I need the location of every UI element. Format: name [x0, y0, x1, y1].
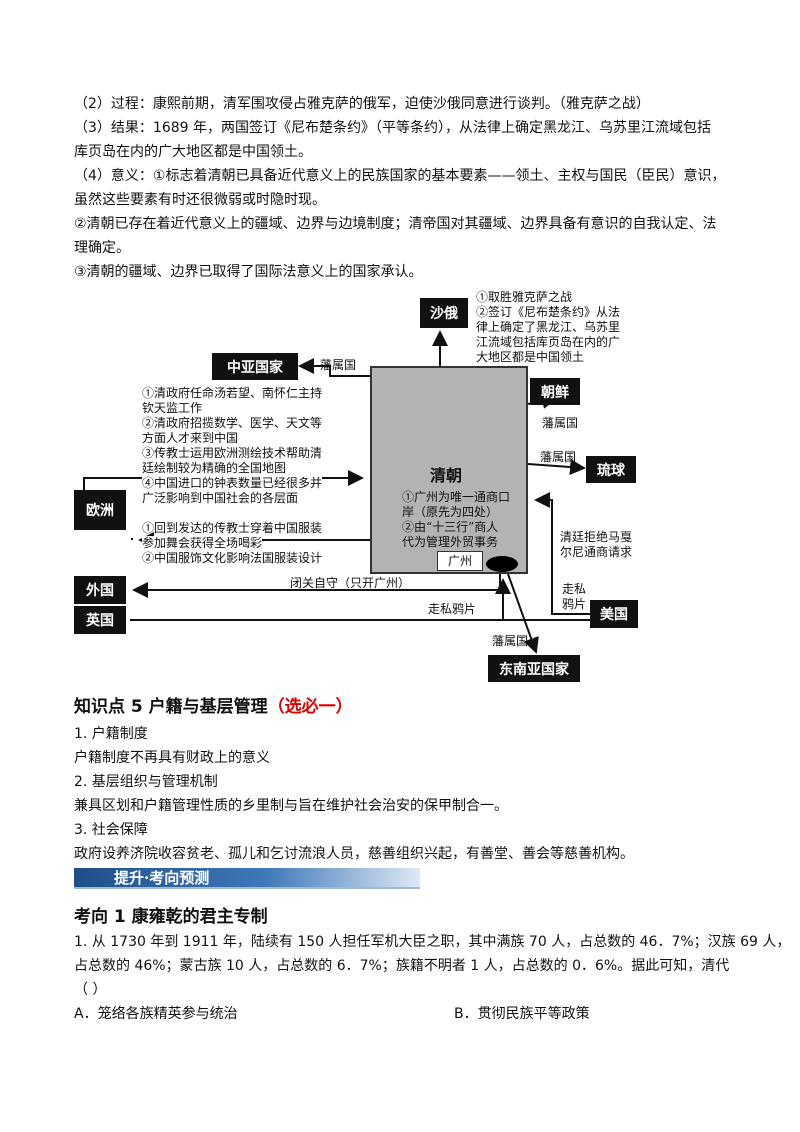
guangzhou-marker	[486, 556, 518, 572]
box-liuqiu: 琉球	[586, 456, 636, 483]
text-line: ③清朝的疆域、边界已取得了国际法意义上的国家承认。	[74, 264, 423, 280]
question-line: （ ）	[74, 982, 107, 998]
question-line: 1. 从 1730 年到 1911 年，陆续有 150 人担任军机大臣之职，其中…	[74, 934, 791, 950]
section-5-heading: 知识点 5 户籍与基层管理（选必一）	[74, 692, 353, 717]
box-meiguo: 美国	[590, 600, 638, 628]
trade-note: ①广州为唯一通商口	[402, 490, 511, 504]
europe-in-note: 方面人才来到中国	[142, 431, 239, 445]
europe-in-note: 钦天监工作	[142, 401, 203, 415]
qing-title: 清朝	[430, 466, 463, 485]
banner-text: 提升·考向预测	[114, 869, 210, 887]
qing-refuse-tag: 尔尼通商请求	[560, 545, 633, 559]
europe-in-note: ③传教士运用欧洲测绘技术帮助清	[142, 446, 323, 460]
text-line: 兼具区划和户籍管理性质的乡里制与旨在维护社会治安的保甲制合一。	[74, 798, 508, 814]
text-line: 3. 社会保障	[74, 822, 148, 838]
shae-note: ①取胜雅克萨之战	[476, 290, 573, 304]
box-dongnanya: 东南亚国家	[488, 655, 580, 682]
zousi-us-tag: 鸦片	[562, 597, 587, 611]
text-line: 户籍制度不再具有财政上的意义	[74, 750, 270, 766]
text-line: 库页岛在内的广大地区都是中国领土。	[74, 144, 312, 160]
box-zhongya: 中亚国家	[212, 353, 298, 380]
shae-note: 江流域包括库页岛在内的广	[476, 335, 621, 349]
text-line: ②清朝已存在着近代意义上的疆域、边界与边境制度；清帝国对其疆域、边界具备有意识的…	[74, 216, 717, 232]
zousi-us-tag: 走私	[562, 582, 587, 596]
biguan-tag: 闭关自守（只开广州）	[290, 576, 411, 590]
europe-in-note: ②清政府招揽数学、医学、天文等	[142, 416, 323, 430]
qing-box: 清朝	[370, 366, 528, 574]
fanshu-tag: 藩属国	[540, 450, 577, 464]
europe-out-note: 参加舞会获得全场喝彩	[142, 536, 263, 551]
box-yingguo: 英国	[74, 606, 126, 634]
text-line: 2. 基层组织与管理机制	[74, 774, 218, 790]
option-b[interactable]: B．贯彻民族平等政策	[454, 1006, 590, 1022]
europe-in-note: 广泛影响到中国社会的各层面	[142, 491, 299, 505]
text-line: （4）意义：①标志着清朝已具备近代意义上的民族国家的基本要素——领土、主权与国民…	[74, 168, 726, 184]
kaoxiang-heading: 考向 1 康雍乾的君主专制	[74, 907, 268, 927]
fanshu-tag: 藩属国	[320, 358, 357, 372]
text-line: 理确定。	[74, 240, 130, 256]
europe-out-note: ①回到发达的传教士穿着中国服装	[142, 521, 323, 535]
europe-out-note: ②中国服饰文化影响法国服装设计	[142, 551, 323, 565]
fanshu-tag: 藩属国	[492, 634, 529, 648]
text-line: 政府设养济院收容贫老、孤儿和乞讨流浪人员，慈善组织兴起，有善堂、善会等慈善机构。	[74, 846, 634, 862]
europe-in-note: ①清政府任命汤若望、南怀仁主持	[142, 386, 323, 400]
section-5-title: 知识点 5 户籍与基层管理	[74, 697, 268, 717]
section-banner: 提升·考向预测	[74, 868, 420, 890]
trade-note: 代为管理外贸事务	[402, 535, 499, 549]
text-line: 虽然这些要素有时还很微弱或时隐时现。	[74, 192, 326, 208]
box-shae: 沙俄	[420, 298, 468, 328]
trade-note: ②由“十三行”商人	[402, 520, 499, 534]
text-line: （2）过程：康熙前期，清军围攻侵占雅克萨的俄军，迫使沙俄同意进行谈判。（雅克萨之…	[74, 96, 650, 112]
text-line: 1. 户籍制度	[74, 726, 148, 742]
zousi-tag: 走私鸦片	[428, 602, 477, 616]
section-5-tag: （选必一）	[267, 697, 353, 717]
europe-in-note: 廷绘制较为精确的全国地图	[142, 461, 287, 475]
option-a[interactable]: A．笼络各族精英参与统治	[74, 1006, 238, 1022]
box-waiguo: 外国	[74, 576, 126, 604]
europe-in-note: ④中国进口的钟表数量已经很多并	[142, 476, 323, 491]
shae-note: 律上确定了黑龙江、乌苏里	[476, 320, 621, 334]
guangzhou-label: 广州	[437, 551, 483, 571]
trade-note: 岸（原先为四处）	[402, 505, 499, 519]
qing-refuse-tag: 清廷拒绝马戛	[560, 530, 633, 544]
box-chaoxian: 朝鲜	[530, 378, 580, 405]
question-line: 占总数的 46%；蒙古族 10 人，占总数的 6．7%；族籍不明者 1 人，占总…	[74, 958, 730, 974]
shae-note: 大地区都是中国领土	[476, 350, 585, 364]
shae-note: ②签订《尼布楚条约》从法	[476, 305, 621, 319]
box-ouzhou: 欧洲	[74, 490, 126, 530]
text-line: （3）结果：1689 年，两国签订《尼布楚条约》（平等条约），从法律上确定黑龙江…	[74, 120, 711, 136]
fanshu-tag: 藩属国	[542, 416, 579, 430]
